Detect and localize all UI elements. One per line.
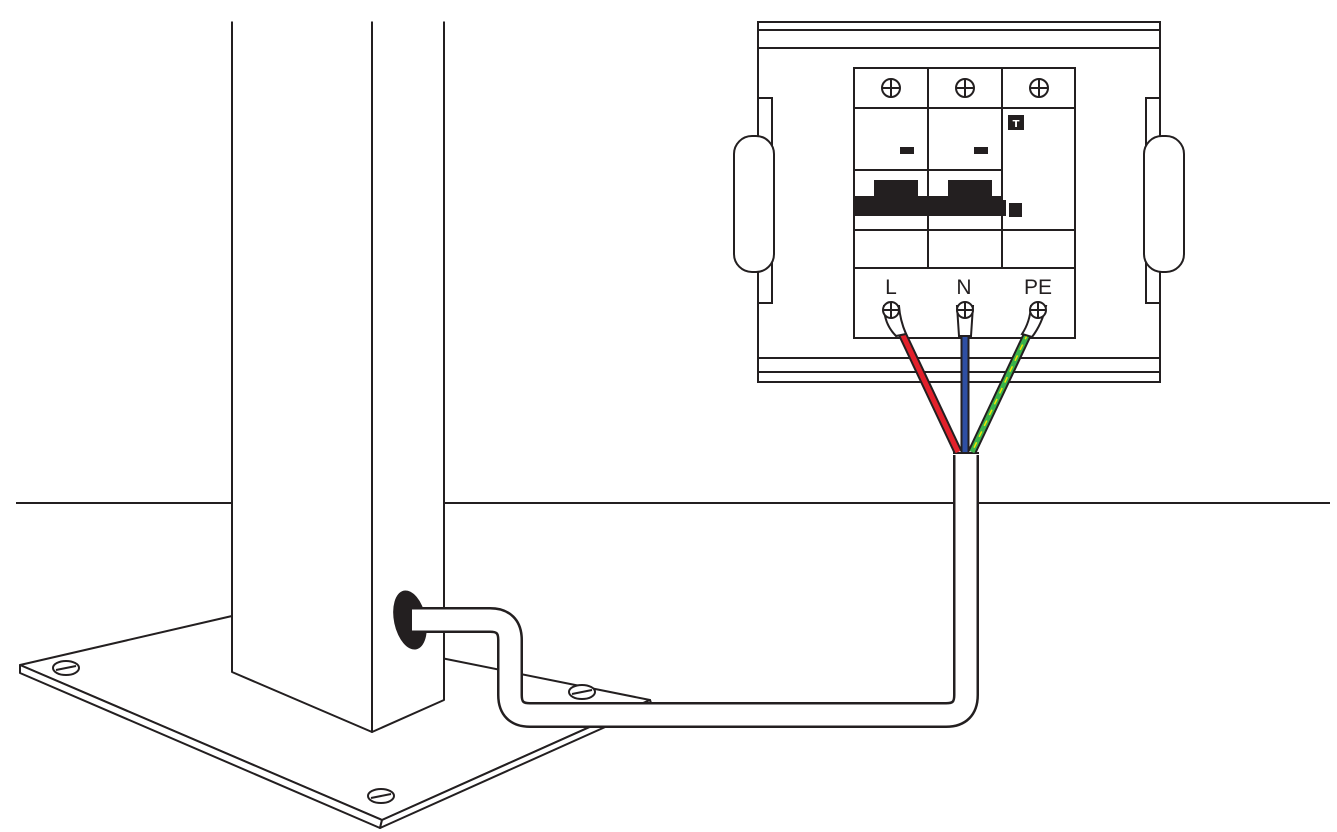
terminal-label-pe: PE (1024, 276, 1052, 299)
terminal-screw-n (956, 301, 974, 319)
indicator-2 (974, 147, 988, 154)
cable-entry-hole (393, 590, 427, 650)
base-screw-left (52, 660, 80, 676)
post (231, 18, 445, 733)
test-button: T (1008, 115, 1024, 130)
terminal-screw-pe (1029, 301, 1047, 319)
terminal-label-n: N (956, 276, 971, 299)
terminal-screw-l (882, 301, 900, 319)
cable-sheath (412, 452, 979, 728)
rcd-indicator (1009, 203, 1022, 217)
terminal-label-l: L (885, 276, 897, 299)
base-screw-front (367, 788, 395, 804)
breaker-toggle (854, 180, 1006, 216)
base-screw-right (568, 684, 596, 700)
top-screw-3 (1029, 78, 1049, 98)
base-plate (19, 615, 653, 829)
test-button-label: T (1013, 119, 1020, 130)
indicator-1 (900, 147, 914, 154)
top-screw-1 (881, 78, 901, 98)
wire-pe (967, 305, 1048, 454)
top-screw-2 (955, 78, 975, 98)
wall-box-clip-left (733, 97, 775, 304)
wall-box-clip-right (1143, 97, 1185, 304)
